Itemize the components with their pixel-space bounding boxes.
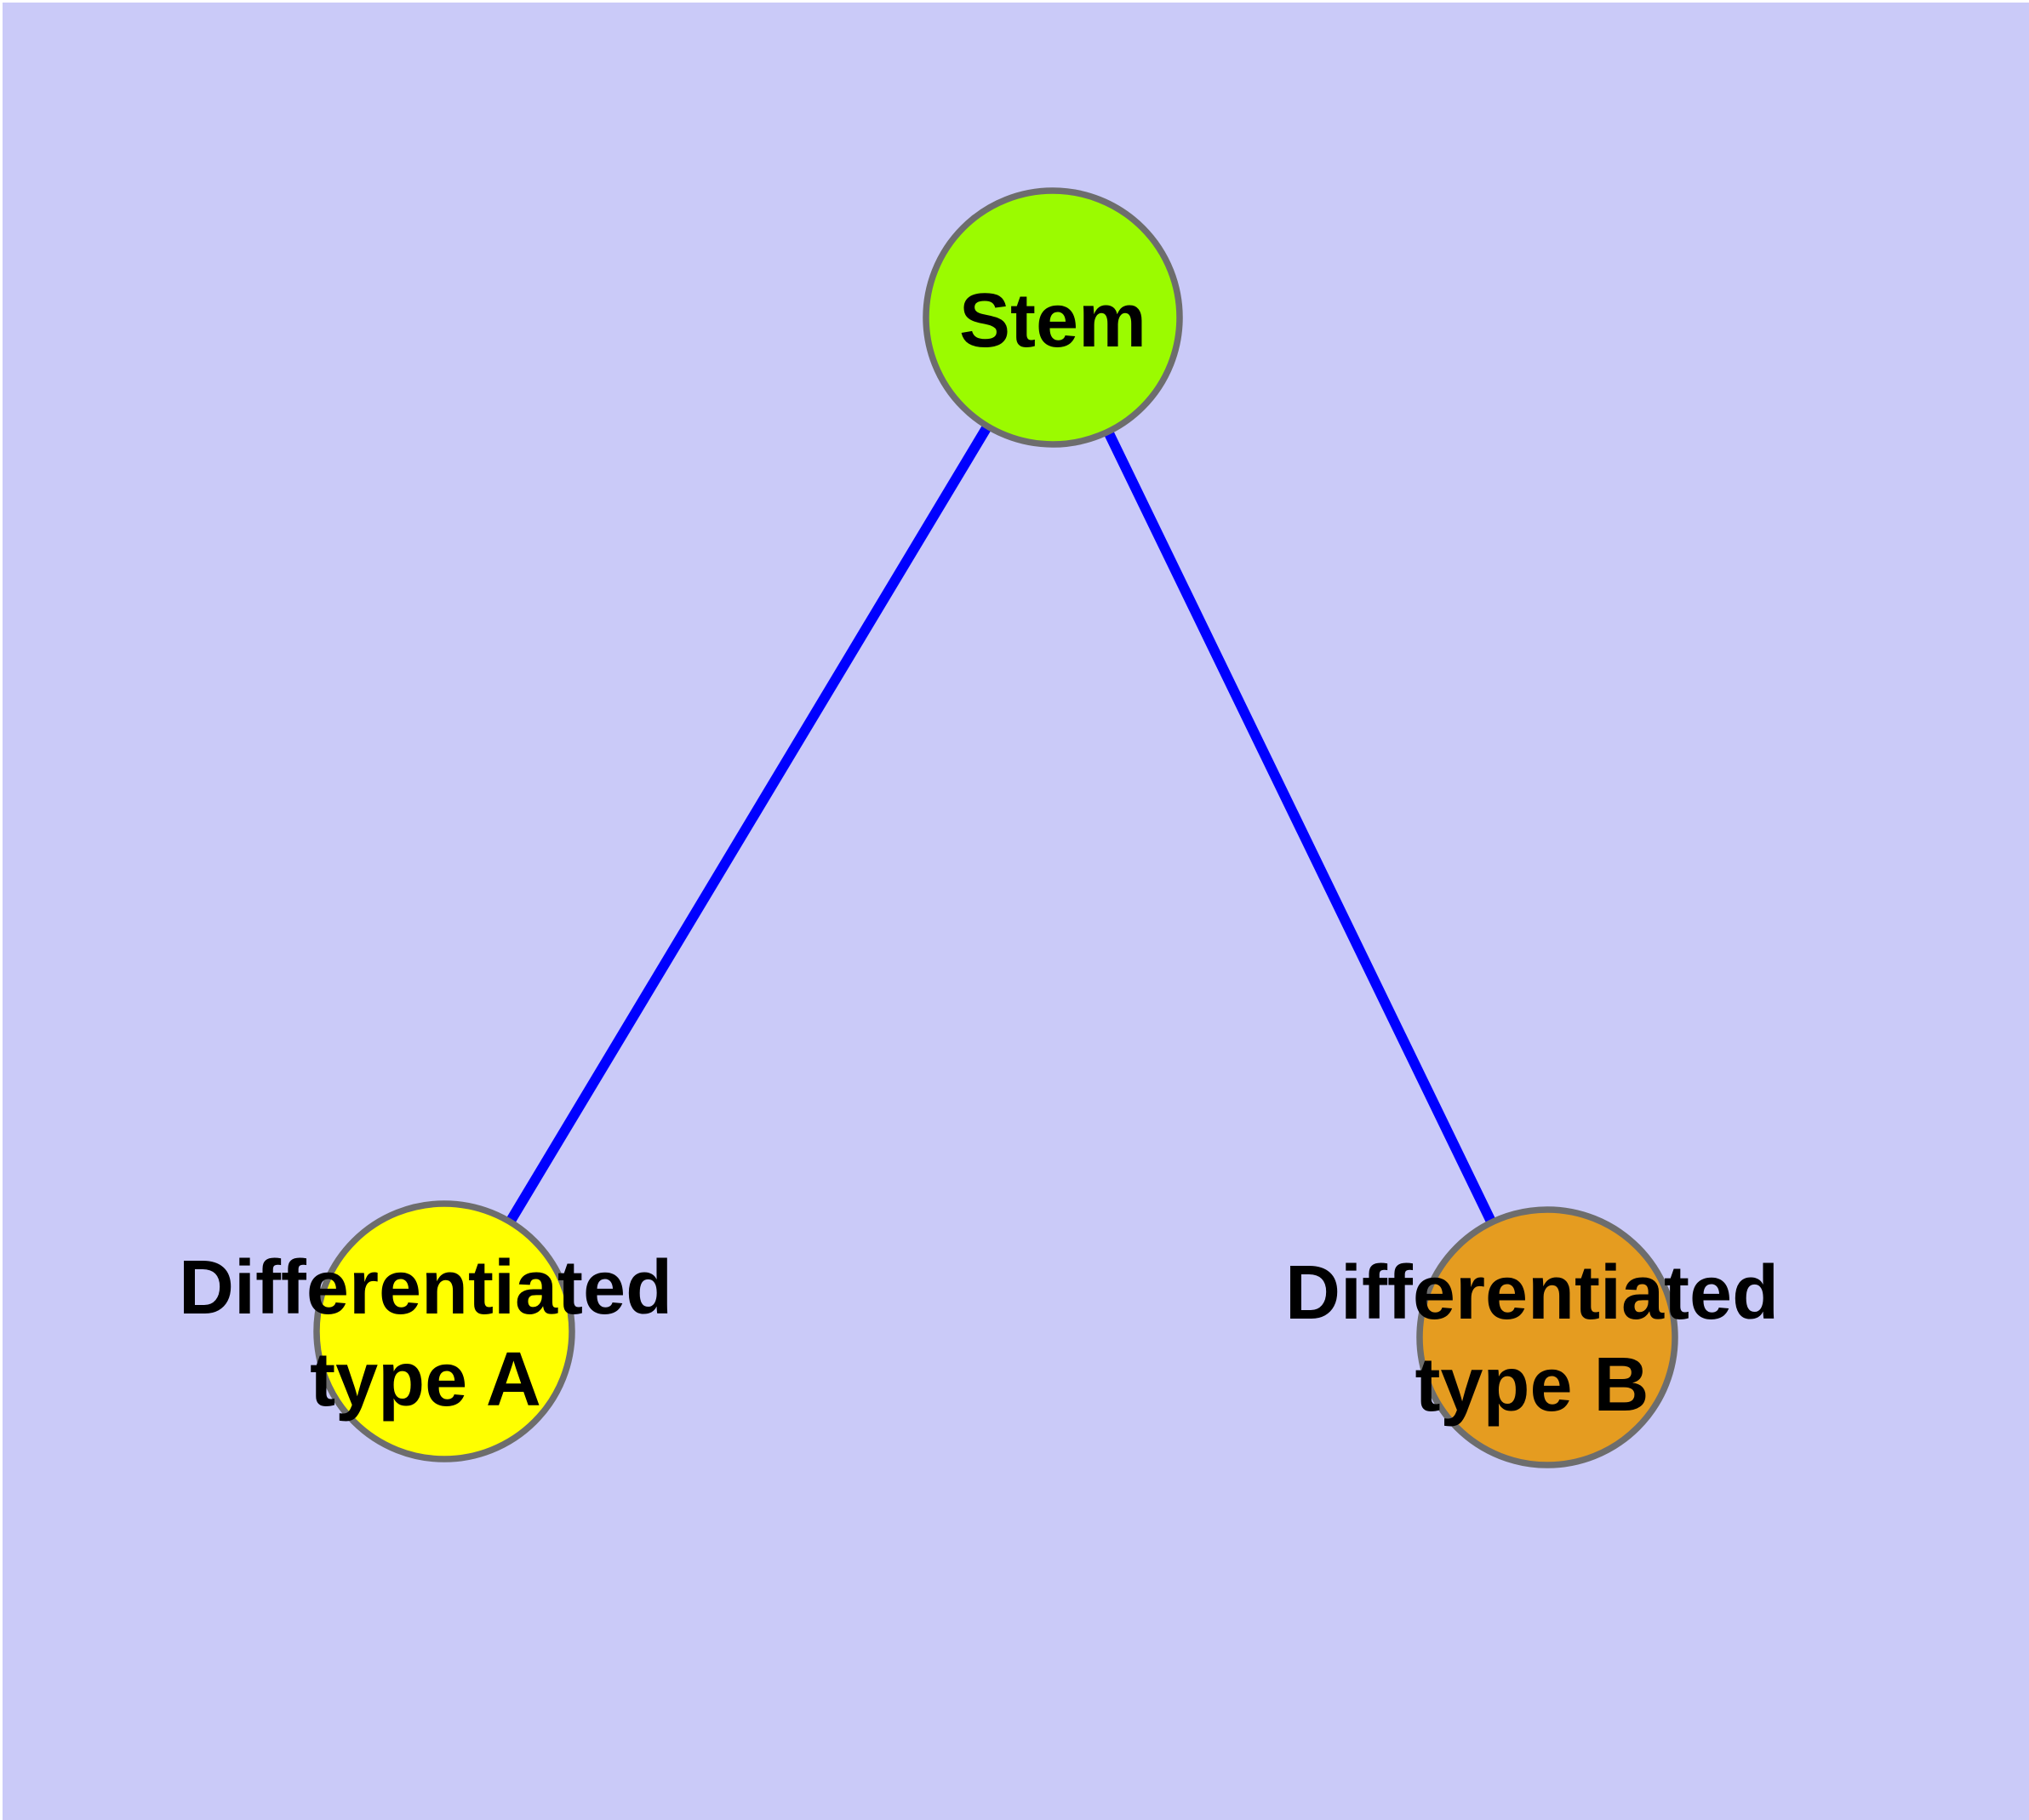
- node-differentiated-type-a-label: Differentiated type A: [178, 1245, 673, 1422]
- node-differentiated-type-a-circle: [313, 1200, 575, 1462]
- node-stem-circle: [923, 187, 1183, 448]
- edge-stem-to-type-b: [1048, 315, 1552, 1340]
- edge-stem-to-type-a: [439, 314, 1058, 1335]
- node-differentiated-type-b-circle: [1416, 1206, 1678, 1468]
- node-differentiated-type-b-label: Differentiated type B: [1284, 1251, 1780, 1428]
- node-stem-label: Stem: [958, 278, 1147, 363]
